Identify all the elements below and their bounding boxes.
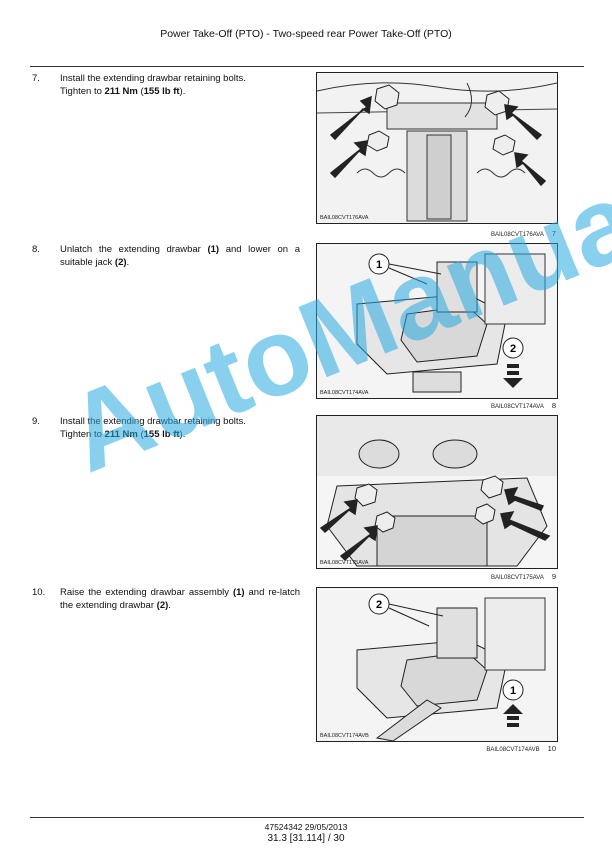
step-8: 8. Unlatch the extending drawbar (1) and…	[32, 244, 300, 269]
step-text: Install the extending drawbar retaining …	[60, 416, 246, 440]
step-text: Raise the extending drawbar assembly (1)…	[60, 587, 301, 611]
step-number: 8.	[32, 244, 40, 255]
header-rule	[30, 66, 584, 67]
figure-number: 10	[547, 744, 556, 753]
page-header: Power Take-Off (PTO) - Two-speed rear Po…	[160, 28, 452, 40]
figure-number: 7	[551, 229, 556, 238]
callout-label: 2	[510, 343, 516, 355]
callout-label: 1	[376, 259, 382, 271]
step-10: 10. Raise the extending drawbar assembly…	[32, 587, 300, 612]
figure-10-image: 2 1 BAIL08CVT174AVB	[316, 587, 558, 742]
step-9: 9. Install the extending drawbar retaini…	[32, 416, 300, 441]
step-text: Unlatch the extending drawbar (1) and lo…	[60, 244, 300, 268]
footer-rule	[30, 817, 584, 818]
document-id: 47524342 29/05/2013	[264, 822, 348, 832]
figure-8-image: 1 2 BAIL08CVT174AVA	[316, 243, 558, 399]
figure-code: BAIL08CVT175AVA	[320, 560, 369, 566]
figure-number: 8	[551, 401, 556, 410]
step-number: 10.	[32, 587, 46, 598]
callout-label: 2	[376, 599, 382, 611]
figure-code: BAIL08CVT174AVB	[320, 733, 369, 739]
figure-code: BAIL08CVT174AVA	[320, 390, 369, 396]
step-number: 7.	[32, 73, 40, 84]
step-7: 7. Install the extending drawbar retaini…	[32, 73, 300, 98]
page-number: 31.3 [31.114] / 30	[267, 833, 345, 844]
step-text: Install the extending drawbar retaining …	[60, 73, 246, 97]
callout-label: 1	[510, 685, 516, 697]
page-footer: 47524342 29/05/2013 31.3 [31.114] / 30	[0, 822, 612, 844]
figure-7-image: BAIL08CVT176AVA	[316, 72, 558, 224]
step-number: 9.	[32, 416, 40, 427]
figure-9-image: BAIL08CVT175AVA	[316, 415, 558, 569]
figure-code: BAIL08CVT176AVA	[320, 215, 369, 221]
figure-number: 9	[551, 572, 556, 581]
